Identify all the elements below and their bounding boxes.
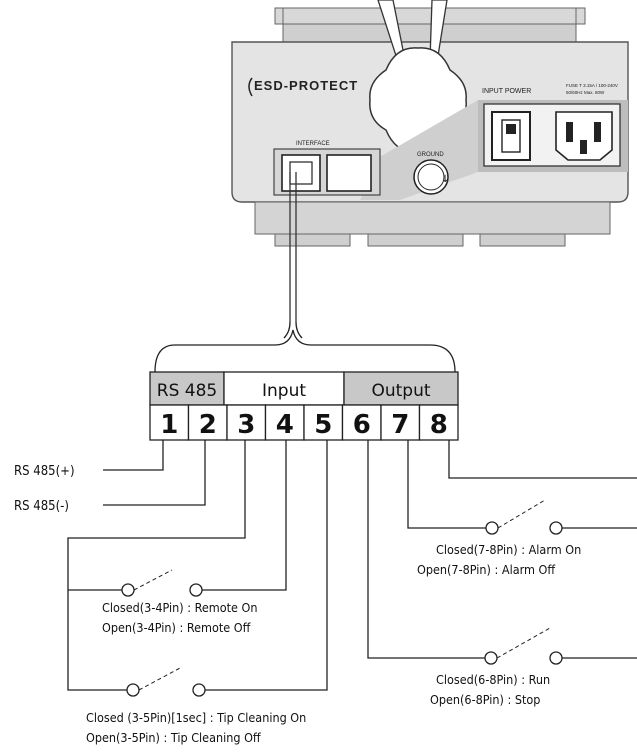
label-alarm-open: Open(7-8Pin) : Alarm Off	[417, 562, 555, 577]
pin-cell-3	[226, 404, 267, 441]
ground-terminal: GROUND ↓	[413, 152, 449, 195]
wire-pin3-common	[67, 440, 246, 691]
run-switch	[484, 627, 563, 665]
pin-number-2: 2	[199, 410, 217, 440]
input-power-label: INPUT POWER	[482, 88, 531, 95]
brand-bracket	[248, 77, 253, 97]
power-spec-line1: FUSE T 3.15A / 100-240V	[566, 83, 618, 88]
remote-switch	[121, 569, 203, 597]
group-rs485-label: RS 485	[157, 381, 217, 401]
cable-brace	[154, 329, 456, 373]
label-rs485-minus: RS 485(-)	[14, 499, 69, 514]
label-tip-closed: Closed (3-5Pin)[1sec] : Tip Cleaning On	[86, 710, 306, 725]
interface-label: INTERFACE	[296, 141, 330, 147]
pin-number-3: 3	[237, 410, 255, 440]
pin-cell-4	[264, 404, 305, 441]
label-alarm-closed: Closed(7-8Pin) : Alarm On	[436, 542, 581, 557]
label-run-open: Open(6-8Pin) : Stop	[430, 692, 540, 707]
pin-number-5: 5	[314, 410, 332, 440]
alarm-switch	[485, 499, 563, 535]
group-output-label: Output	[371, 381, 430, 401]
label-rs485-plus: RS 485(+)	[14, 464, 75, 479]
pin-cell-5	[303, 404, 344, 441]
wire-rs485-minus	[103, 440, 206, 506]
wire-rs485-plus	[103, 440, 164, 471]
pin-number-1: 1	[160, 410, 178, 440]
device-base	[254, 201, 611, 247]
device-top-rails	[274, 7, 586, 43]
wire-pin8	[448, 440, 637, 479]
svg-text:↓: ↓	[441, 174, 449, 185]
pin-number-6: 6	[353, 410, 371, 440]
wire-pin5	[205, 440, 328, 691]
pin-cell-6	[341, 404, 382, 441]
pin-number-4: 4	[276, 410, 294, 440]
label-run-closed: Closed(6-8Pin) : Run	[436, 672, 550, 687]
wire-pin6	[367, 440, 485, 659]
interface-block: INTERFACE	[273, 141, 381, 196]
pin-number-7: 7	[391, 410, 409, 440]
power-spec-line2: 50/60Hz Max. 80W	[566, 90, 605, 95]
ground-label: GROUND	[417, 152, 444, 158]
pin-cell-7	[380, 404, 421, 441]
label-remote-closed: Closed(3-4Pin) : Remote On	[102, 600, 258, 615]
label-remote-open: Open(3-4Pin) : Remote Off	[102, 620, 251, 635]
device-illustration: ESD-PROTECT INPUT POWER FUSE T 3.15A / 1…	[231, 0, 629, 247]
tip-cleaning-switch	[126, 667, 206, 697]
group-output-cell	[343, 371, 459, 406]
wire-pin7	[407, 440, 486, 529]
interface-cable	[154, 172, 456, 373]
brand-logo: ESD-PROTECT	[254, 78, 358, 93]
input-power-block: INPUT POWER FUSE T 3.15A / 100-240V 50/6…	[478, 83, 628, 172]
label-tip-open: Open(3-5Pin) : Tip Cleaning Off	[86, 730, 261, 745]
wiring	[67, 440, 637, 697]
pin-number-8: 8	[430, 410, 448, 440]
labels: RS 485(+) RS 485(-) Closed(3-4Pin) : Rem…	[14, 464, 581, 745]
wire-pin4	[202, 440, 287, 591]
group-input-label: Input	[262, 381, 306, 401]
group-rs485-cell	[149, 371, 225, 406]
pin-cell-8	[418, 404, 459, 441]
